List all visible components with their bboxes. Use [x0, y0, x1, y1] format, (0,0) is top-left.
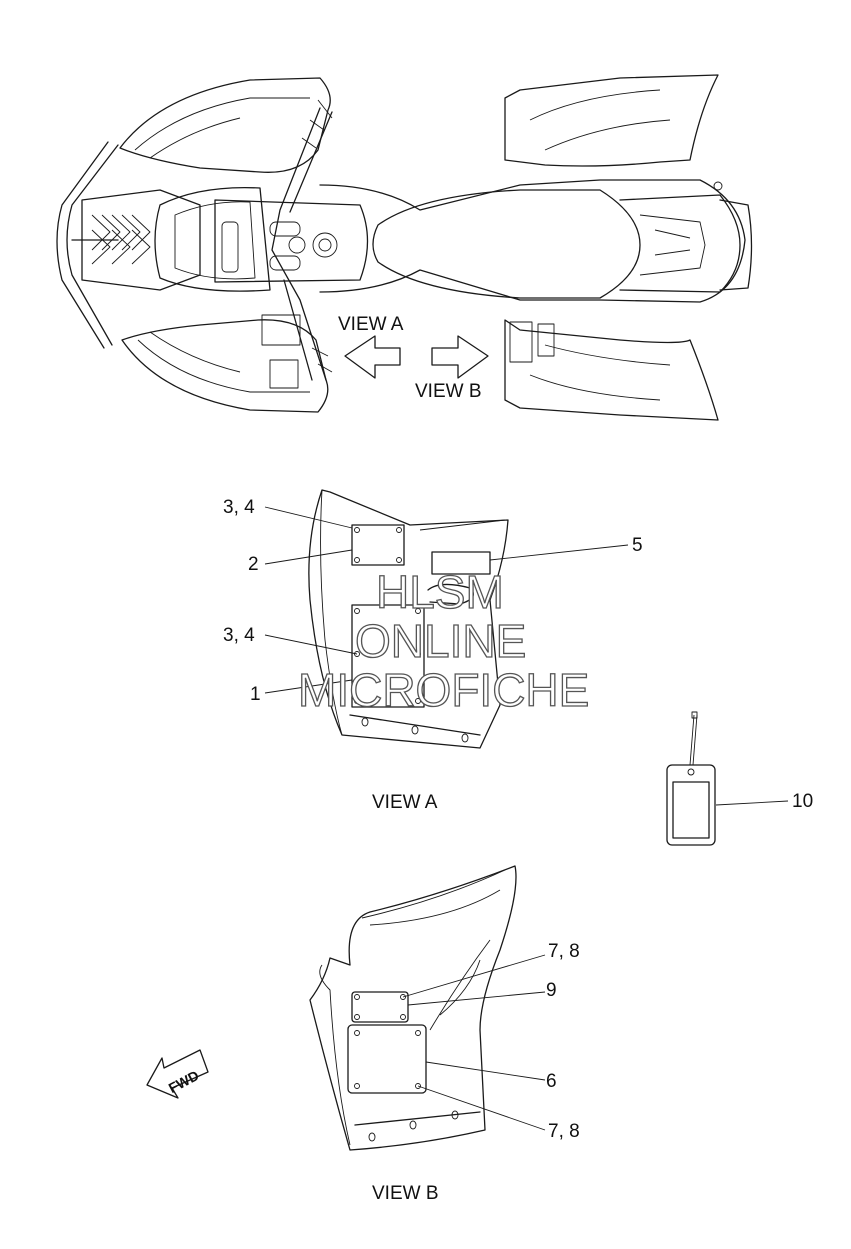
view-a-arrow-icon	[344, 335, 401, 379]
callout-3-4-lower: 3, 4	[223, 625, 255, 646]
atv-top-view	[56, 74, 753, 421]
fwd-label: FWD	[166, 1067, 202, 1096]
decal-1	[351, 604, 425, 708]
tag-item-10	[666, 711, 716, 846]
callout-5: 5	[632, 535, 643, 556]
view-direction-arrows	[344, 335, 489, 379]
view-b-caption: VIEW B	[372, 1183, 439, 1204]
view-a-top-label: VIEW A	[338, 314, 404, 335]
decal-6	[347, 1024, 427, 1094]
callout-7-8-upper: 7, 8	[548, 941, 580, 962]
view-a-drawing	[308, 489, 509, 749]
callout-2: 2	[248, 554, 259, 575]
callout-10: 10	[792, 791, 813, 812]
callout-6: 6	[546, 1071, 557, 1092]
callout-3-4-upper: 3, 4	[223, 497, 255, 518]
callout-7-8-lower: 7, 8	[548, 1121, 580, 1142]
watermark-line-1: HLSM	[376, 566, 504, 618]
view-b-top-label: VIEW B	[415, 381, 482, 402]
callout-1: 1	[250, 684, 261, 705]
decal-9	[351, 991, 409, 1023]
watermark-line-3: MICROFICHE	[298, 664, 589, 716]
decal-2	[351, 524, 405, 566]
decal-5	[431, 551, 491, 575]
watermark-line-2: ONLINE	[355, 615, 526, 667]
callout-9: 9	[546, 980, 557, 1001]
view-b-arrow-icon	[431, 335, 489, 379]
fwd-arrow-icon: FWD	[146, 1049, 209, 1099]
view-a-caption: VIEW A	[372, 792, 438, 813]
view-b-drawing	[309, 865, 517, 1151]
